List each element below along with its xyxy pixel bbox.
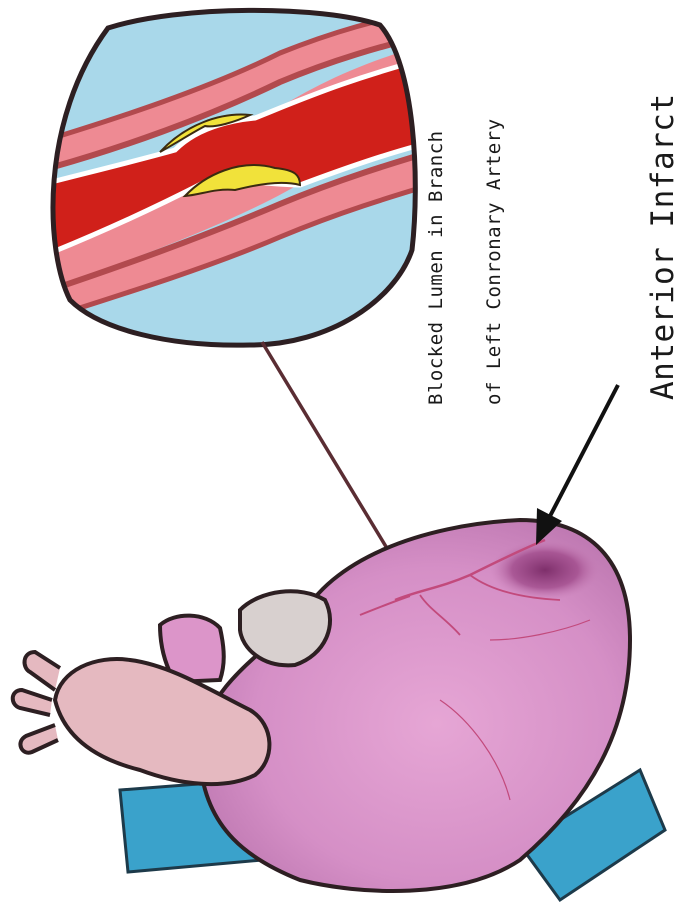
heart-illustration [13, 520, 665, 900]
callout-line [262, 342, 405, 578]
label-blocked-lumen-line2: of Left Conronary Artery [483, 118, 505, 405]
infarct-region [490, 540, 600, 600]
left-atrial-appendage [240, 591, 330, 665]
label-blocked-lumen-line1: Blocked Lumen in Branch [425, 130, 447, 405]
infarct-arrow [536, 385, 618, 545]
label-anterior-infarct: Anterior Infarct [645, 93, 679, 400]
artery-magnifier [20, 0, 450, 360]
